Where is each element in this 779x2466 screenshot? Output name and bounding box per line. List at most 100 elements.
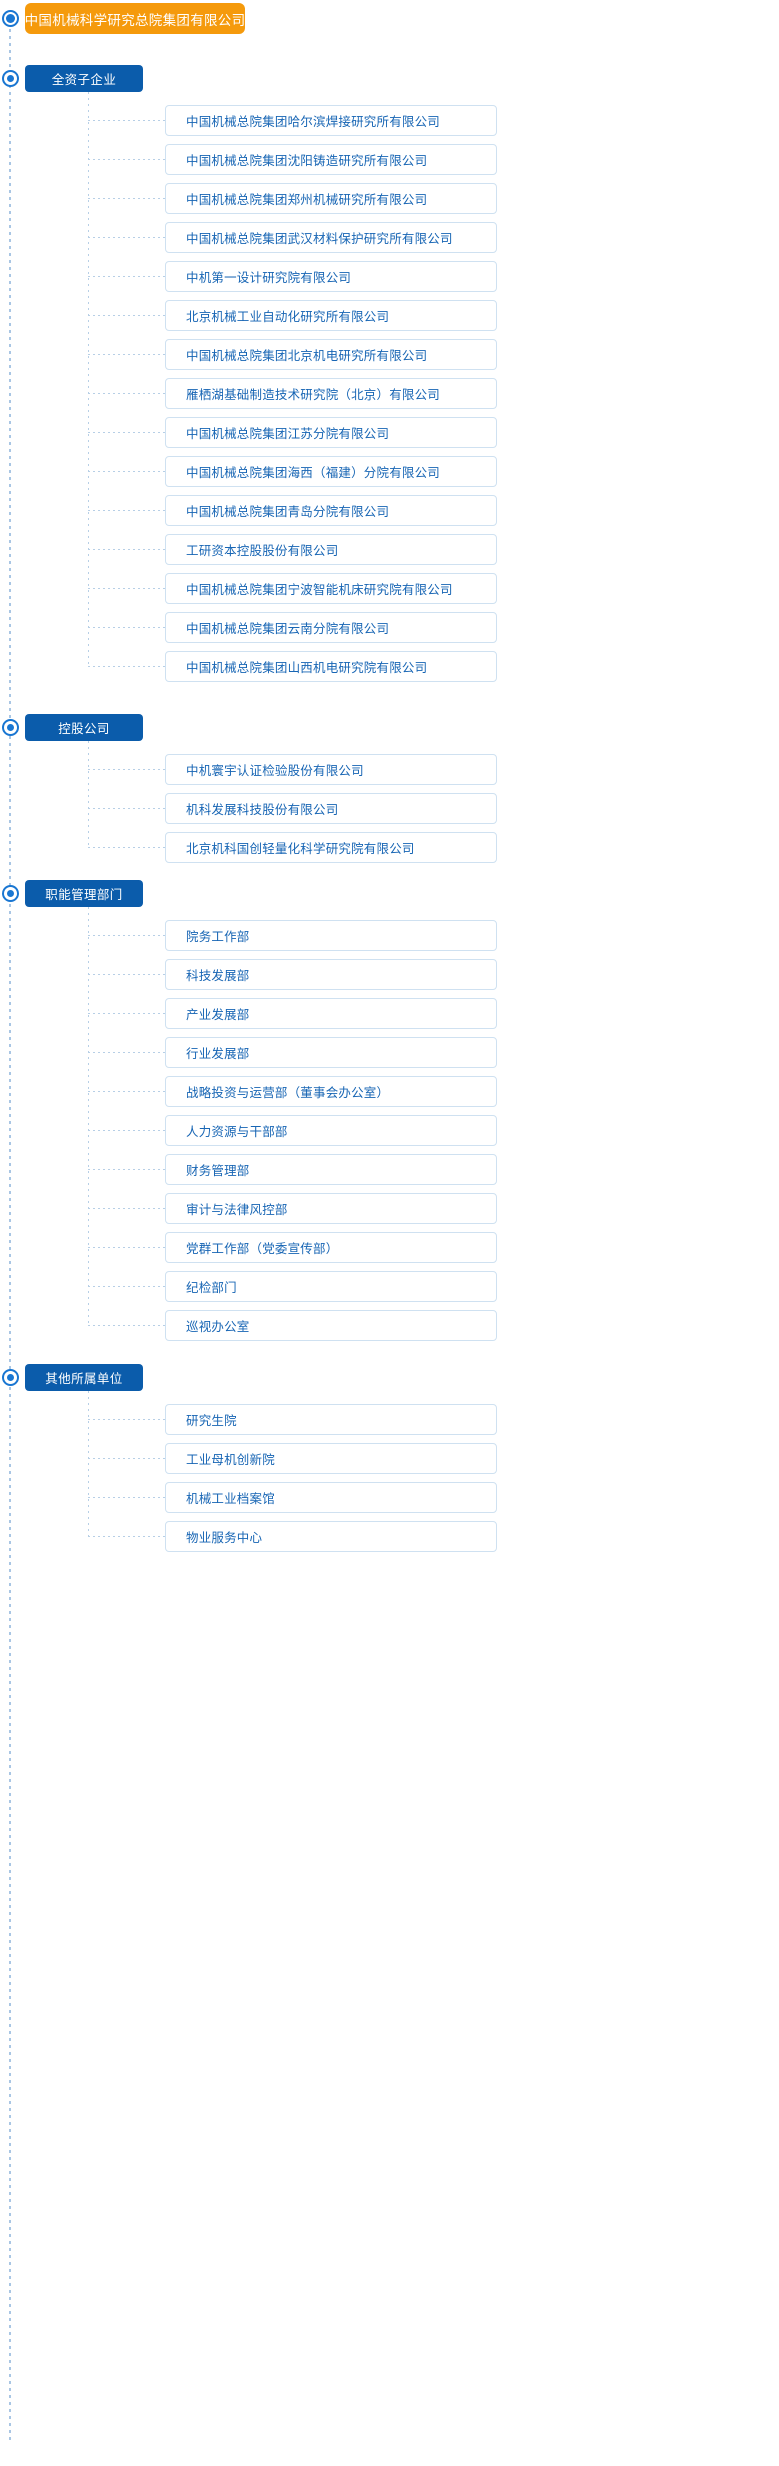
org-unit-label: 研究生院 [186,1414,237,1428]
leaf-connector-line [88,666,165,667]
org-unit-label: 中国机械总院集团北京机电研究所有限公司 [186,349,428,363]
org-unit-card[interactable]: 战略投资与运营部（董事会办公室） [165,1076,497,1107]
list-item: 产业发展部 [0,998,779,1029]
org-unit-label: 中国机械总院集团海西（福建）分院有限公司 [186,466,441,480]
leaf-connector-line [88,1208,165,1209]
org-unit-label: 战略投资与运营部（董事会办公室） [186,1086,390,1100]
section-header-1[interactable]: 全资子企业 [25,65,143,92]
org-unit-label: 产业发展部 [186,1008,250,1022]
list-item: 纪检部门 [0,1271,779,1302]
org-unit-card[interactable]: 北京机械工业自动化研究所有限公司 [165,300,497,331]
org-unit-card[interactable]: 工研资本控股股份有限公司 [165,534,497,565]
org-unit-card[interactable]: 中国机械总院集团哈尔滨焊接研究所有限公司 [165,105,497,136]
org-unit-label: 物业服务中心 [186,1531,263,1545]
org-unit-label: 党群工作部（党委宣传部） [186,1242,339,1256]
org-unit-card[interactable]: 中国机械总院集团郑州机械研究所有限公司 [165,183,497,214]
org-unit-card[interactable]: 巡视办公室 [165,1310,497,1341]
org-unit-card[interactable]: 中国机械总院集团江苏分院有限公司 [165,417,497,448]
list-item: 审计与法律风控部 [0,1193,779,1224]
org-unit-label: 北京机械工业自动化研究所有限公司 [186,310,390,324]
leaf-connector-line [88,974,165,975]
list-item: 院务工作部 [0,920,779,951]
org-unit-label: 科技发展部 [186,969,250,983]
leaf-connector-line [88,1247,165,1248]
org-unit-label: 中国机械总院集团哈尔滨焊接研究所有限公司 [186,115,441,129]
section-marker-icon-3 [2,885,19,902]
org-unit-card[interactable]: 中机寰宇认证检验股份有限公司 [165,754,497,785]
org-unit-card[interactable]: 中国机械总院集团云南分院有限公司 [165,612,497,643]
leaf-connector-line [88,1091,165,1092]
section-header-3[interactable]: 职能管理部门 [25,880,143,907]
leaf-connector-line [88,549,165,550]
leaf-connector-line [88,237,165,238]
org-unit-card[interactable]: 机科发展科技股份有限公司 [165,793,497,824]
org-unit-card[interactable]: 人力资源与干部部 [165,1115,497,1146]
list-item: 工业母机创新院 [0,1443,779,1474]
org-unit-label: 机械工业档案馆 [186,1492,275,1506]
list-item: 巡视办公室 [0,1310,779,1341]
list-item: 中机寰宇认证检验股份有限公司 [0,754,779,785]
org-unit-card[interactable]: 科技发展部 [165,959,497,990]
org-unit-card[interactable]: 产业发展部 [165,998,497,1029]
section-header-2[interactable]: 控股公司 [25,714,143,741]
list-item: 中机第一设计研究院有限公司 [0,261,779,292]
org-unit-card[interactable]: 院务工作部 [165,920,497,951]
org-unit-card[interactable]: 中国机械总院集团北京机电研究所有限公司 [165,339,497,370]
org-unit-card[interactable]: 财务管理部 [165,1154,497,1185]
org-unit-card[interactable]: 物业服务中心 [165,1521,497,1552]
section-branch-line-3 [88,907,89,1326]
org-unit-card[interactable]: 雁栖湖基础制造技术研究院（北京）有限公司 [165,378,497,409]
list-item: 北京机科国创轻量化科学研究院有限公司 [0,832,779,863]
section-header-label: 全资子企业 [51,73,117,87]
list-item: 北京机械工业自动化研究所有限公司 [0,300,779,331]
org-unit-card[interactable]: 纪检部门 [165,1271,497,1302]
org-unit-card[interactable]: 行业发展部 [165,1037,497,1068]
org-unit-label: 工业母机创新院 [186,1453,275,1467]
org-unit-label: 工研资本控股股份有限公司 [186,544,339,558]
list-item: 物业服务中心 [0,1521,779,1552]
leaf-connector-line [88,935,165,936]
org-unit-card[interactable]: 中国机械总院集团山西机电研究院有限公司 [165,651,497,682]
org-unit-card[interactable]: 研究生院 [165,1404,497,1435]
org-unit-card[interactable]: 中国机械总院集团武汉材料保护研究所有限公司 [165,222,497,253]
org-unit-card[interactable]: 工业母机创新院 [165,1443,497,1474]
org-unit-card[interactable]: 党群工作部（党委宣传部） [165,1232,497,1263]
list-item: 中国机械总院集团青岛分院有限公司 [0,495,779,526]
org-unit-card[interactable]: 中国机械总院集团沈阳铸造研究所有限公司 [165,144,497,175]
org-unit-card[interactable]: 中机第一设计研究院有限公司 [165,261,497,292]
leaf-connector-line [88,1458,165,1459]
org-unit-label: 北京机科国创轻量化科学研究院有限公司 [186,842,415,856]
org-unit-card[interactable]: 审计与法律风控部 [165,1193,497,1224]
leaf-connector-line [88,276,165,277]
org-unit-label: 中国机械总院集团青岛分院有限公司 [186,505,390,519]
org-unit-card[interactable]: 机械工业档案馆 [165,1482,497,1513]
list-item: 党群工作部（党委宣传部） [0,1232,779,1263]
list-item: 工研资本控股股份有限公司 [0,534,779,565]
org-unit-label: 雁栖湖基础制造技术研究院（北京）有限公司 [186,388,441,402]
list-item: 人力资源与干部部 [0,1115,779,1146]
org-unit-card[interactable]: 中国机械总院集团宁波智能机床研究院有限公司 [165,573,497,604]
org-unit-label: 中机第一设计研究院有限公司 [186,271,352,285]
root-node[interactable]: 中国机械科学研究总院集团有限公司 [25,3,245,34]
list-item: 中国机械总院集团山西机电研究院有限公司 [0,651,779,682]
leaf-connector-line [88,354,165,355]
leaf-connector-line [88,198,165,199]
leaf-connector-line [88,847,165,848]
list-item: 雁栖湖基础制造技术研究院（北京）有限公司 [0,378,779,409]
section-header-label: 职能管理部门 [45,888,123,902]
list-item: 中国机械总院集团宁波智能机床研究院有限公司 [0,573,779,604]
leaf-connector-line [88,510,165,511]
leaf-connector-line [88,1013,165,1014]
list-item: 中国机械总院集团海西（福建）分院有限公司 [0,456,779,487]
org-unit-card[interactable]: 中国机械总院集团青岛分院有限公司 [165,495,497,526]
org-unit-card[interactable]: 北京机科国创轻量化科学研究院有限公司 [165,832,497,863]
leaf-connector-line [88,471,165,472]
section-header-4[interactable]: 其他所属单位 [25,1364,143,1391]
section-branch-line-4 [88,1391,89,1537]
org-unit-label: 中国机械总院集团山西机电研究院有限公司 [186,661,428,675]
leaf-connector-line [88,1130,165,1131]
org-unit-card[interactable]: 中国机械总院集团海西（福建）分院有限公司 [165,456,497,487]
leaf-connector-line [88,1497,165,1498]
leaf-connector-line [88,1536,165,1537]
